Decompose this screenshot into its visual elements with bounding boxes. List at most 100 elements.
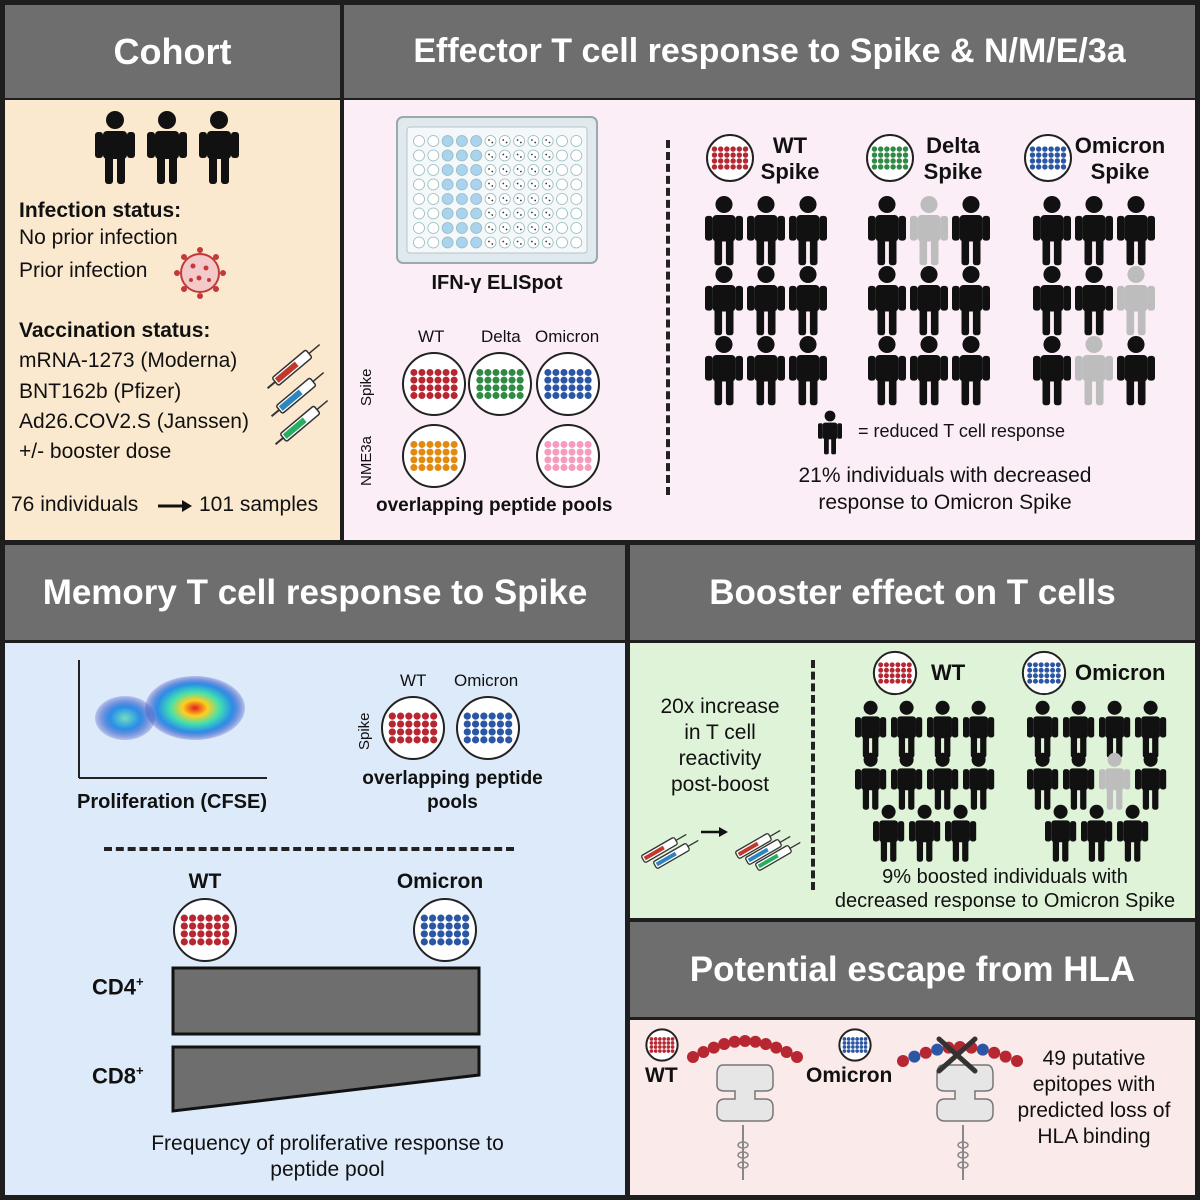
- variant-wt-line2: Spike: [760, 159, 820, 184]
- booster-wt-label: WT: [931, 660, 966, 685]
- booster-summary-1: 9% boosted individuals with: [882, 866, 1128, 888]
- elispot-plate-icon: [396, 116, 598, 264]
- pool-col-wt: WT: [418, 327, 445, 346]
- booster-divider: [811, 660, 815, 890]
- memory-pools-line2: pools: [427, 792, 478, 813]
- booster-header: Booster effect on T cells: [630, 545, 1195, 640]
- virus-icon: [174, 247, 226, 299]
- booster-people-grid: [855, 700, 1167, 862]
- booster-increase: 20x increase in T cell reactivity post-b…: [640, 694, 800, 798]
- cohort-header: Cohort: [5, 5, 340, 98]
- variant-omicron-icon: [1024, 134, 1072, 182]
- cross-icon: [936, 1036, 978, 1074]
- cd4-label: CD4+: [92, 974, 144, 1000]
- hla-text: 49 putative epitopes with predicted loss…: [1000, 1046, 1188, 1150]
- booster-syringes-icon: [641, 827, 801, 871]
- row-label-spike: Spike: [358, 368, 375, 406]
- variant-delta-label: Delta Spike: [916, 133, 990, 185]
- hla-wt-icon: [645, 1028, 679, 1062]
- increase-line-2: in T cell: [684, 721, 756, 744]
- hla-line-4: HLA binding: [1037, 1125, 1151, 1148]
- cd8-plus: +: [136, 1063, 144, 1078]
- effector-title: Effector T cell response to Spike & N/M/…: [413, 32, 1126, 70]
- booster-omicron-label: Omicron: [1075, 660, 1166, 685]
- freq-line2: peptide pool: [270, 1158, 385, 1181]
- booster-dose: +/- booster dose: [19, 440, 172, 463]
- memory-divider: [104, 847, 514, 851]
- booster-wt-icon: [872, 650, 918, 696]
- cd8-text: CD8: [92, 1063, 137, 1089]
- hla-omicron-label: Omicron: [806, 1064, 893, 1087]
- memory-col-omicron: Omicron: [454, 671, 519, 690]
- arrow-right-icon: [158, 500, 192, 512]
- individuals-count: 76 individuals: [11, 493, 139, 516]
- three-people-icon: [95, 111, 239, 184]
- increase-line-4: post-boost: [670, 773, 770, 796]
- variant-delta-icon: [866, 134, 914, 182]
- effector-summary-2: response to Omicron Spike: [818, 491, 1072, 514]
- booster-summary-2: decreased response to Omicron Spike: [834, 890, 1176, 912]
- variant-omicron-line1: Omicron: [1074, 133, 1166, 158]
- pool-col-delta: Delta: [481, 327, 521, 346]
- cohort-title: Cohort: [113, 30, 232, 72]
- no-prior-infection: No prior infection: [19, 226, 178, 249]
- hla-line-2: epitopes with: [1032, 1073, 1156, 1096]
- variant-wt-label: WT Spike: [755, 133, 825, 185]
- memory-omicron-icon: [413, 898, 477, 962]
- freq-line1: Frequency of proliferative response to: [151, 1132, 504, 1155]
- memory-title: Memory T cell response to Spike: [42, 572, 588, 612]
- memory-row-spike: Spike: [356, 712, 373, 750]
- effector-summary-1: 21% individuals with decreased: [798, 464, 1092, 487]
- variant-wt-line1: WT: [772, 133, 808, 158]
- variant-delta-line1: Delta: [926, 133, 980, 158]
- reduced-response-person-icon: [818, 410, 842, 455]
- vaccine-moderna: mRNA-1273 (Moderna): [19, 349, 238, 372]
- hla-line-3: predicted loss of: [1017, 1099, 1171, 1122]
- hla-omicron-molecule: [897, 1036, 1023, 1180]
- variant-omicron-line2: Spike: [1090, 159, 1150, 184]
- hla-wt-molecule: [687, 1035, 803, 1180]
- cd4-text: CD4: [92, 974, 137, 1000]
- samples-count: 101 samples: [199, 493, 319, 516]
- cfse-plot: [78, 660, 267, 779]
- row-label-nme3a: NME3a: [358, 435, 375, 486]
- infection-status-label: Infection status:: [19, 199, 182, 222]
- hla-omicron-icon: [838, 1028, 872, 1062]
- effector-header: Effector T cell response to Spike & N/M/…: [344, 5, 1195, 98]
- hla-line-1: 49 putative: [1042, 1047, 1146, 1070]
- hla-header: Potential escape from HLA: [630, 922, 1195, 1017]
- booster-title: Booster effect on T cells: [709, 572, 1116, 612]
- memory-wt-icon: [173, 898, 237, 962]
- memory-pool-wt: [381, 696, 445, 760]
- cd4-plus: +: [136, 974, 144, 989]
- memory-header: Memory T cell response to Spike: [5, 545, 625, 640]
- cfse-label: Proliferation (CFSE): [77, 791, 268, 813]
- cd8-wedge: [171, 1045, 481, 1113]
- memory-pools-line1: overlapping peptide: [362, 768, 543, 789]
- hla-title: Potential escape from HLA: [689, 949, 1136, 989]
- vaccine-pfizer: BNT162b (Pfizer): [19, 380, 182, 403]
- pool-col-omicron: Omicron: [535, 327, 600, 346]
- memory-wt-label: WT: [188, 870, 222, 893]
- hla-wt-label: WT: [645, 1064, 678, 1087]
- legend-text: = reduced T cell response: [858, 421, 1065, 441]
- variant-delta-line2: Spike: [923, 159, 983, 184]
- memory-col-wt: WT: [400, 671, 427, 690]
- vaccination-status-label: Vaccination status:: [19, 319, 211, 342]
- syringes-icon: [266, 343, 329, 446]
- increase-line-1: 20x increase: [660, 695, 780, 718]
- variant-omicron-label: Omicron Spike: [1073, 133, 1167, 185]
- cd8-label: CD8+: [92, 1063, 144, 1089]
- increase-line-3: reactivity: [678, 747, 762, 770]
- vaccine-janssen: Ad26.COV2.S (Janssen): [19, 410, 249, 433]
- booster-omicron-icon: [1021, 650, 1067, 696]
- prior-infection: Prior infection: [19, 259, 148, 282]
- pools-label: overlapping peptide pools: [376, 495, 613, 516]
- effector-divider: [666, 140, 670, 495]
- memory-omicron-label: Omicron: [396, 870, 484, 893]
- peptide-pool-grid: [402, 352, 600, 488]
- effector-people-grid: [705, 195, 1155, 406]
- cd4-bar: [171, 966, 481, 1036]
- memory-pool-omicron: [456, 696, 520, 760]
- elispot-label: IFN-γ ELISpot: [431, 272, 563, 294]
